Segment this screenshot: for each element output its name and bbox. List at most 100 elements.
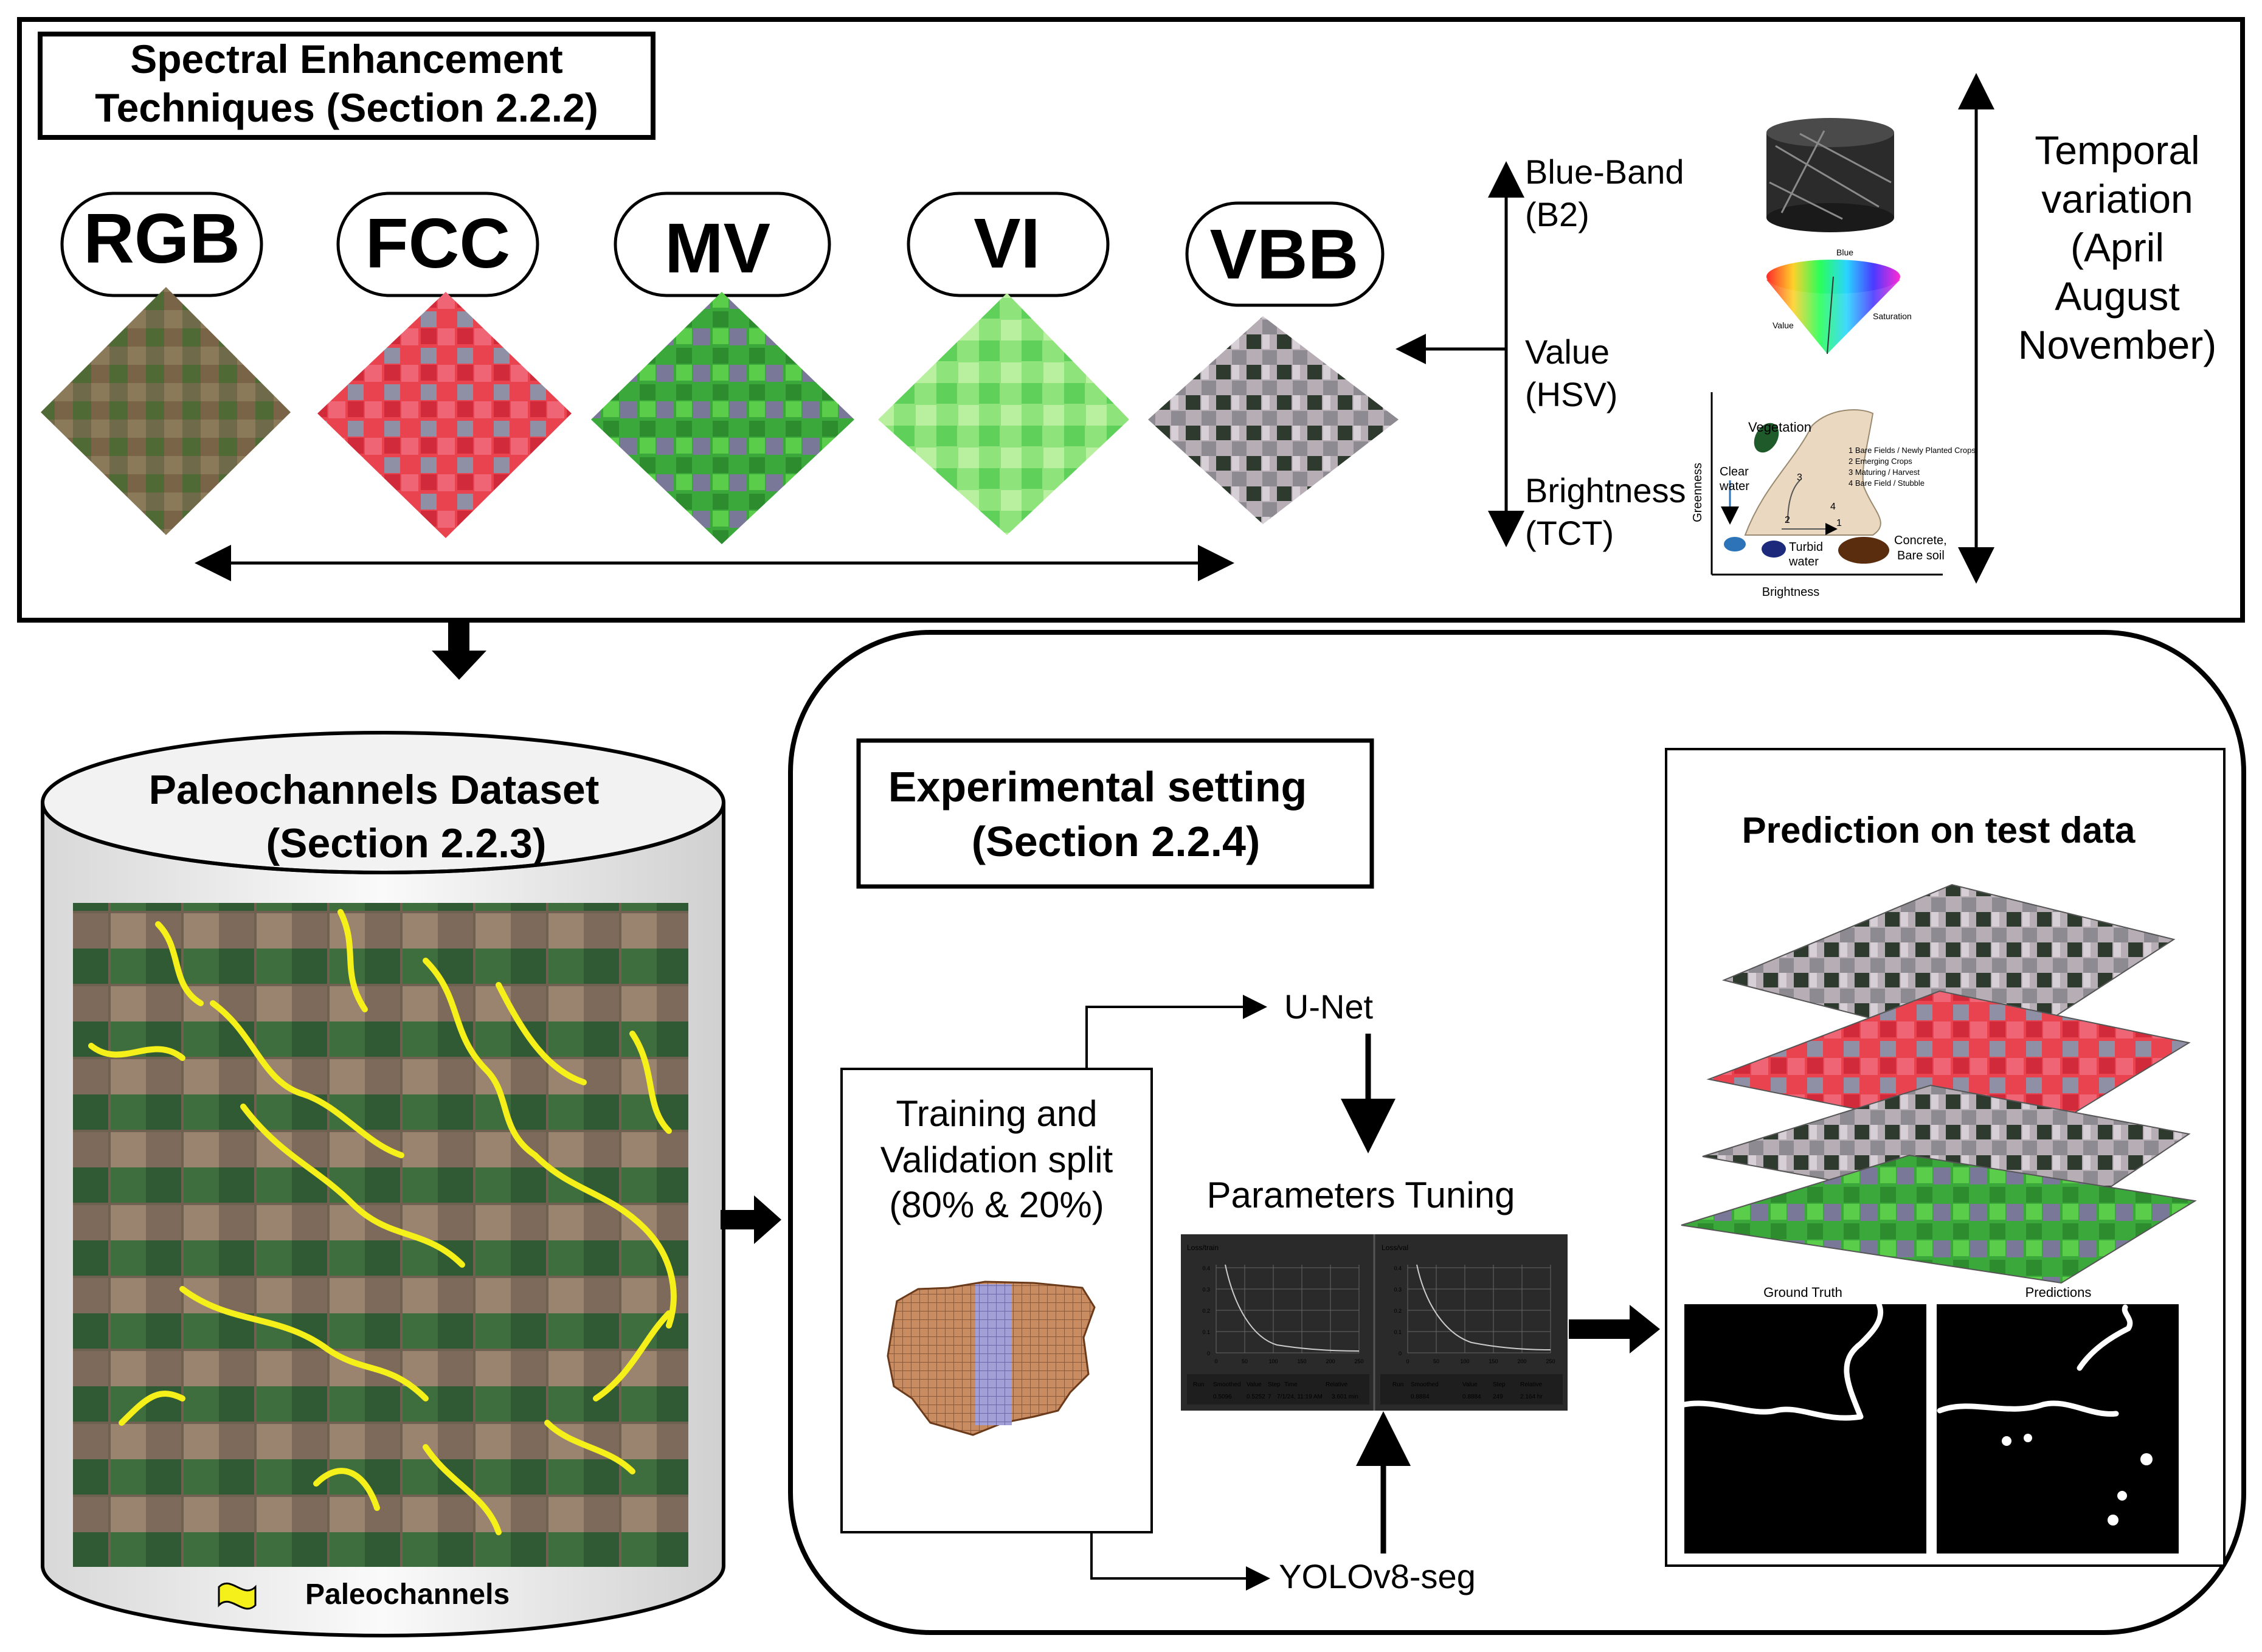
tct-turbid-2: water [1788,555,1819,569]
right-block-arrow [721,1195,781,1244]
tct-legend-1: 1 Bare Fields / Newly Planted Crops [1849,446,1976,455]
svg-text:Relative: Relative [1326,1381,1348,1388]
tensorboard-panels: Loss/train 0.4 0.3 0.2 0.1 0 0 50 100 15… [1181,1234,1568,1411]
validation-strip [975,1284,1012,1425]
tct-ylabel: Greenness [1691,463,1704,522]
experiment-panel-frame [788,630,2246,1635]
tct-concrete-1: Concrete, [1894,534,1947,547]
tct-legend-2: 2 Emerging Crops [1849,457,1912,466]
svg-text:Run: Run [1193,1381,1204,1388]
tct-xlabel: Brightness [1762,586,1820,599]
svg-text:50: 50 [1433,1358,1439,1364]
paleochannel-legend-label: Paleochannels [305,1578,510,1611]
technique-label-mv: MV [614,192,831,297]
svg-text:0.1: 0.1 [1394,1329,1402,1335]
experiment-title-box: Experimental setting (Section 2.2.4) [856,738,1374,889]
technique-label-vbb: VBB [1185,201,1385,307]
technique-label-rgb: RGB [60,192,263,297]
svg-text:MV: MV [665,209,770,288]
svg-text:7: 7 [1268,1394,1271,1400]
vi-image [878,293,1129,535]
tct-legend-4: 4 Bare Field / Stubble [1849,479,1925,488]
svg-text:Step: Step [1493,1381,1506,1388]
hsv-cone-image: Blue Saturation Value [1766,247,1912,354]
experiment-title-line1: Experimental setting [888,763,1307,810]
tct-legend-3: 3 Maturing / Harvest [1849,468,1920,477]
svg-text:249: 249 [1493,1394,1503,1400]
svg-text:100: 100 [1460,1358,1469,1364]
split-line2: Validation split [880,1139,1113,1180]
svg-text:0.2: 0.2 [1394,1308,1402,1314]
tct-clear-water-1: Clear [1720,465,1749,479]
svg-text:0.1: 0.1 [1202,1329,1210,1335]
ground-truth-mask [1681,1301,1926,1554]
svg-text:Value: Value [1247,1381,1262,1388]
split-line3: (80% & 20%) [889,1184,1104,1225]
hsv-label-top: Blue [1836,247,1853,257]
svg-text:Run: Run [1392,1381,1403,1388]
svg-text:0: 0 [1207,1350,1210,1357]
paleochannel-legend: Paleochannels [218,1578,510,1611]
svg-text:0: 0 [1406,1358,1409,1364]
rgb-image [41,287,291,535]
technique-label-fcc: FCC [336,192,539,297]
svg-text:150: 150 [1297,1358,1306,1364]
yolo-label: YOLOv8-seg [1279,1557,1476,1595]
svg-text:VI: VI [974,204,1040,283]
value-band-line1: Value [1525,333,1610,371]
prediction-layer-stack [1681,883,2197,1284]
svg-text:FCC: FCC [365,204,510,283]
tct-path-3: 3 [1797,472,1802,483]
temporal-line4: August [2055,274,2179,319]
spectral-title-line2: Techniques (Section 2.2.2) [95,85,598,130]
value-band-line2: (HSV) [1525,375,1617,413]
dataset-title-line1: Paleochannels Dataset [149,767,600,813]
svg-text:Smoothed: Smoothed [1213,1381,1241,1388]
svg-text:RGB: RGB [83,199,240,278]
svg-text:0: 0 [1214,1358,1217,1364]
svg-text:0: 0 [1399,1350,1402,1357]
svg-text:200: 200 [1517,1358,1526,1364]
to-prediction-block-arrow [1569,1305,1660,1353]
brightness-band-line1: Brightness [1525,471,1686,510]
training-split-box: Training and Validation split (80% & 20%… [840,1068,1153,1533]
tct-clear-water-2: water [1719,480,1749,493]
svg-text:150: 150 [1489,1358,1498,1364]
hsv-label-saturation: Saturation [1873,311,1912,321]
svg-text:0.3: 0.3 [1202,1287,1210,1293]
svg-text:Relative: Relative [1520,1381,1543,1388]
unet-label: U-Net [1284,987,1374,1026]
tct-concrete-2: Bare soil [1897,549,1945,562]
svg-text:Time: Time [1284,1381,1298,1388]
spectral-title-box: Spectral Enhancement Techniques (Section… [38,32,655,140]
svg-text:0.5252: 0.5252 [1247,1394,1265,1400]
svg-text:0.8884: 0.8884 [1462,1394,1481,1400]
svg-text:250: 250 [1546,1358,1555,1364]
svg-text:Step: Step [1268,1381,1281,1388]
svg-text:3.601 min: 3.601 min [1332,1394,1358,1400]
prediction-title: Prediction on test data [1742,810,2136,851]
experiment-title-line2: (Section 2.2.4) [972,818,1261,865]
blue-band-line2: (B2) [1525,195,1589,233]
split-line1: Training and [896,1093,1097,1134]
hsv-label-value: Value [1773,320,1794,330]
parameters-tuning-label: Parameters Tuning [1207,1175,1515,1215]
tb-left-title: Loss/train [1187,1243,1219,1252]
vbb-image [1148,316,1399,524]
svg-text:250: 250 [1354,1358,1363,1364]
svg-text:50: 50 [1242,1358,1248,1364]
dataset-title-line2: (Section 2.2.3) [266,820,546,866]
top-panel-frame [17,17,2245,623]
prediction-mask [1937,1304,2179,1554]
predictions-label: Predictions [2025,1285,2092,1300]
svg-text:0.8884: 0.8884 [1411,1394,1430,1400]
temporal-line3: (April [2070,225,2164,270]
tb-right-title: Loss/val [1382,1243,1408,1252]
blue-band-cylinder [1766,118,1894,232]
svg-text:100: 100 [1268,1358,1278,1364]
ground-truth-label: Ground Truth [1763,1285,1842,1300]
tct-plot: Greenness Brightness Vegetation Clear wa… [1691,392,1976,599]
svg-text:0.4: 0.4 [1202,1265,1210,1271]
svg-text:Smoothed: Smoothed [1411,1381,1439,1388]
